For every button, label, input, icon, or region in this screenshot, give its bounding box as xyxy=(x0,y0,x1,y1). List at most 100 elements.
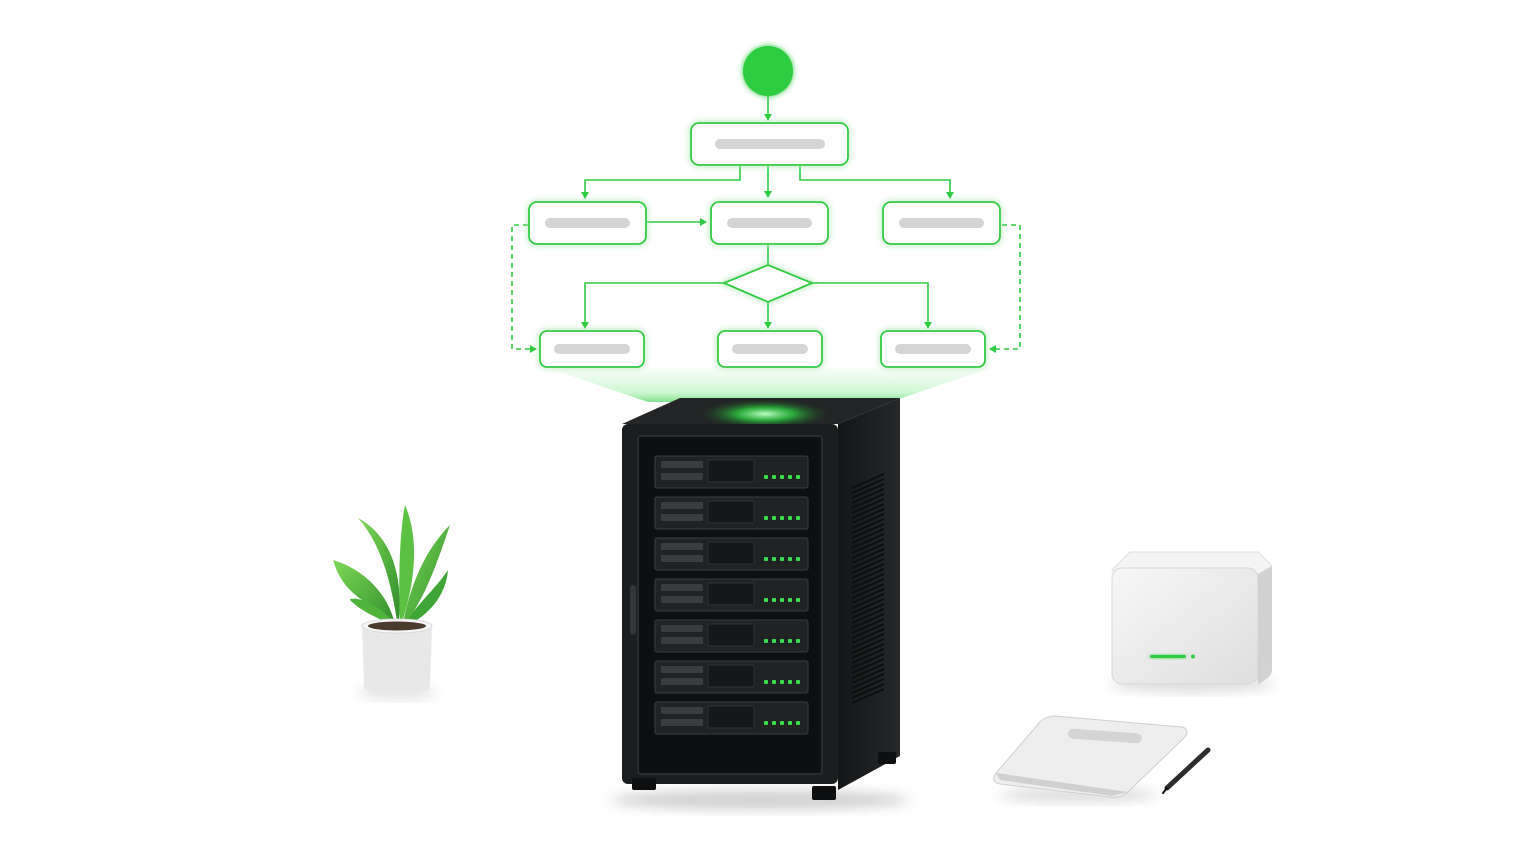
vent-slot xyxy=(851,478,885,494)
status-led xyxy=(788,475,792,479)
side-vents xyxy=(851,473,885,704)
vent-slot xyxy=(851,563,885,579)
rack-unit xyxy=(654,496,809,530)
status-led xyxy=(772,721,776,725)
unit-vent xyxy=(707,664,755,688)
status-led xyxy=(764,721,768,725)
vent-slot xyxy=(851,538,885,554)
rack-side xyxy=(838,398,900,790)
server-rack-icon xyxy=(610,398,910,810)
drive-bay xyxy=(661,514,703,521)
pot-soil xyxy=(368,621,426,631)
label-placeholder xyxy=(545,218,630,228)
process-node xyxy=(717,330,823,368)
status-dot xyxy=(1191,654,1195,659)
router-box-icon xyxy=(1110,551,1274,692)
door-handle xyxy=(630,585,636,635)
status-led xyxy=(796,475,800,479)
plant-leaf xyxy=(358,518,400,628)
label-placeholder xyxy=(899,218,984,228)
status-light xyxy=(1150,655,1186,658)
drive-bay xyxy=(661,584,703,591)
unit-vent xyxy=(707,705,755,729)
status-led xyxy=(764,475,768,479)
tablet-edge xyxy=(996,773,1128,796)
rack-top-glow xyxy=(695,398,835,430)
status-led xyxy=(788,680,792,684)
status-led xyxy=(780,639,784,643)
unit-vent xyxy=(707,623,755,647)
unit-vent xyxy=(707,459,755,483)
vent-slot xyxy=(851,593,885,609)
process-node xyxy=(882,201,1001,245)
status-led xyxy=(780,557,784,561)
label-placeholder xyxy=(727,218,812,228)
vent-slot xyxy=(851,558,885,574)
status-led xyxy=(764,639,768,643)
vent-slot xyxy=(851,508,885,524)
vent-slot xyxy=(851,518,885,534)
label-placeholder xyxy=(732,344,808,354)
process-node xyxy=(880,330,986,368)
vent-slot xyxy=(851,488,885,504)
flowchart xyxy=(528,46,1001,368)
status-led xyxy=(780,680,784,684)
arrow-icon xyxy=(812,282,932,329)
drive-bay xyxy=(661,461,703,468)
vent-slot xyxy=(851,613,885,629)
potted-plant-icon xyxy=(333,505,450,699)
vent-slot xyxy=(851,523,885,539)
rack-unit xyxy=(654,619,809,653)
vent-slot xyxy=(851,528,885,544)
status-led xyxy=(772,516,776,520)
vent-slot xyxy=(851,548,885,564)
process-node xyxy=(539,330,645,368)
unit-vent xyxy=(707,541,755,565)
vent-slot xyxy=(851,583,885,599)
light-beam xyxy=(548,368,990,402)
status-led xyxy=(796,557,800,561)
status-led xyxy=(796,639,800,643)
vent-slot xyxy=(851,683,885,699)
status-led xyxy=(772,598,776,602)
plant-leaf xyxy=(403,570,448,628)
decision-node xyxy=(721,264,815,303)
vent-slot xyxy=(851,533,885,549)
rack-unit xyxy=(654,701,809,735)
stylus-icon xyxy=(1162,747,1211,794)
drive-bay xyxy=(661,596,703,603)
vent-slot xyxy=(851,543,885,559)
process-node xyxy=(528,201,647,245)
vent-slot xyxy=(851,498,885,514)
process-node xyxy=(690,122,849,166)
rack-foot xyxy=(632,778,656,790)
status-led xyxy=(764,557,768,561)
drive-bay xyxy=(661,543,703,550)
vent-slot xyxy=(851,628,885,644)
vent-slot xyxy=(851,578,885,594)
vent-slot xyxy=(851,653,885,669)
drive-bay xyxy=(661,719,703,726)
vent-slot xyxy=(851,503,885,519)
status-led xyxy=(772,680,776,684)
status-led xyxy=(796,516,800,520)
unit-vent xyxy=(707,582,755,606)
vent-slot xyxy=(851,638,885,654)
dashed-arrow-icon xyxy=(989,224,1021,353)
vent-slot xyxy=(851,568,885,584)
vent-slot xyxy=(851,598,885,614)
pot xyxy=(362,626,432,694)
rack-unit xyxy=(654,578,809,612)
rack-unit xyxy=(654,660,809,694)
label-placeholder xyxy=(715,139,825,149)
status-led xyxy=(788,557,792,561)
status-led xyxy=(780,475,784,479)
label-placeholder xyxy=(554,344,630,354)
status-led xyxy=(780,721,784,725)
start-node xyxy=(743,46,793,96)
vent-slot xyxy=(851,663,885,679)
label-placeholder xyxy=(895,344,971,354)
status-led xyxy=(764,598,768,602)
status-led xyxy=(796,680,800,684)
